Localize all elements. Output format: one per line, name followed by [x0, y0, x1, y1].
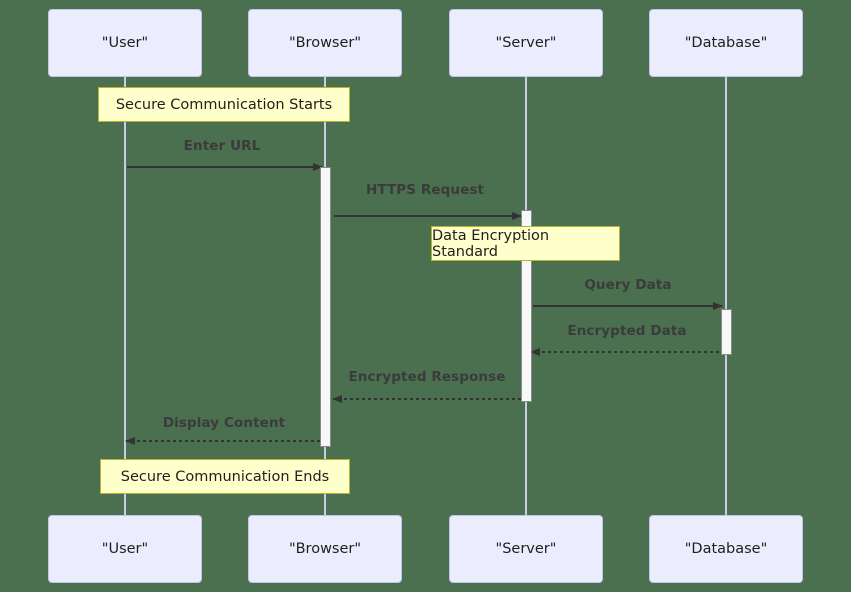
activation-database [721, 309, 732, 355]
participant-label: "User" [101, 35, 149, 51]
participant-server-bottom[interactable]: "Server" [449, 515, 603, 583]
activation-browser [320, 167, 331, 447]
participant-label: "Browser" [288, 35, 362, 51]
participant-label: "Database" [684, 541, 768, 557]
participant-user-bottom[interactable]: "User" [48, 515, 202, 583]
participant-server-top[interactable]: "Server" [449, 9, 603, 77]
participant-user-top[interactable]: "User" [48, 9, 202, 77]
message-arrows-group [125, 163, 723, 445]
note-end[interactable]: Secure Communication Ends [100, 459, 350, 494]
msg-https-request-label: HTTPS Request [365, 182, 485, 198]
participant-database-bottom[interactable]: "Database" [649, 515, 803, 583]
note-label: Secure Communication Starts [115, 96, 333, 113]
note-start[interactable]: Secure Communication Starts [98, 87, 350, 122]
participant-label: "Browser" [288, 541, 362, 557]
participant-browser-top[interactable]: "Browser" [248, 9, 402, 77]
participant-label: "User" [101, 541, 149, 557]
participant-browser-bottom[interactable]: "Browser" [248, 515, 402, 583]
activation-server [521, 210, 532, 402]
note-des[interactable]: Data Encryption Standard [431, 226, 620, 261]
msg-enter-url-label: Enter URL [183, 138, 261, 154]
msg-encrypted-response-label: Encrypted Response [348, 369, 506, 385]
participant-label: "Server" [495, 541, 557, 557]
participant-database-top[interactable]: "Database" [649, 9, 803, 77]
participant-label: "Server" [495, 35, 557, 51]
msg-display-content-label: Display Content [162, 415, 286, 431]
msg-query-data-label: Query Data [584, 277, 672, 293]
msg-encrypted-data-label: Encrypted Data [567, 323, 687, 339]
note-label: Secure Communication Ends [120, 468, 330, 485]
participant-label: "Database" [684, 35, 768, 51]
note-label: Data Encryption Standard [432, 227, 550, 260]
